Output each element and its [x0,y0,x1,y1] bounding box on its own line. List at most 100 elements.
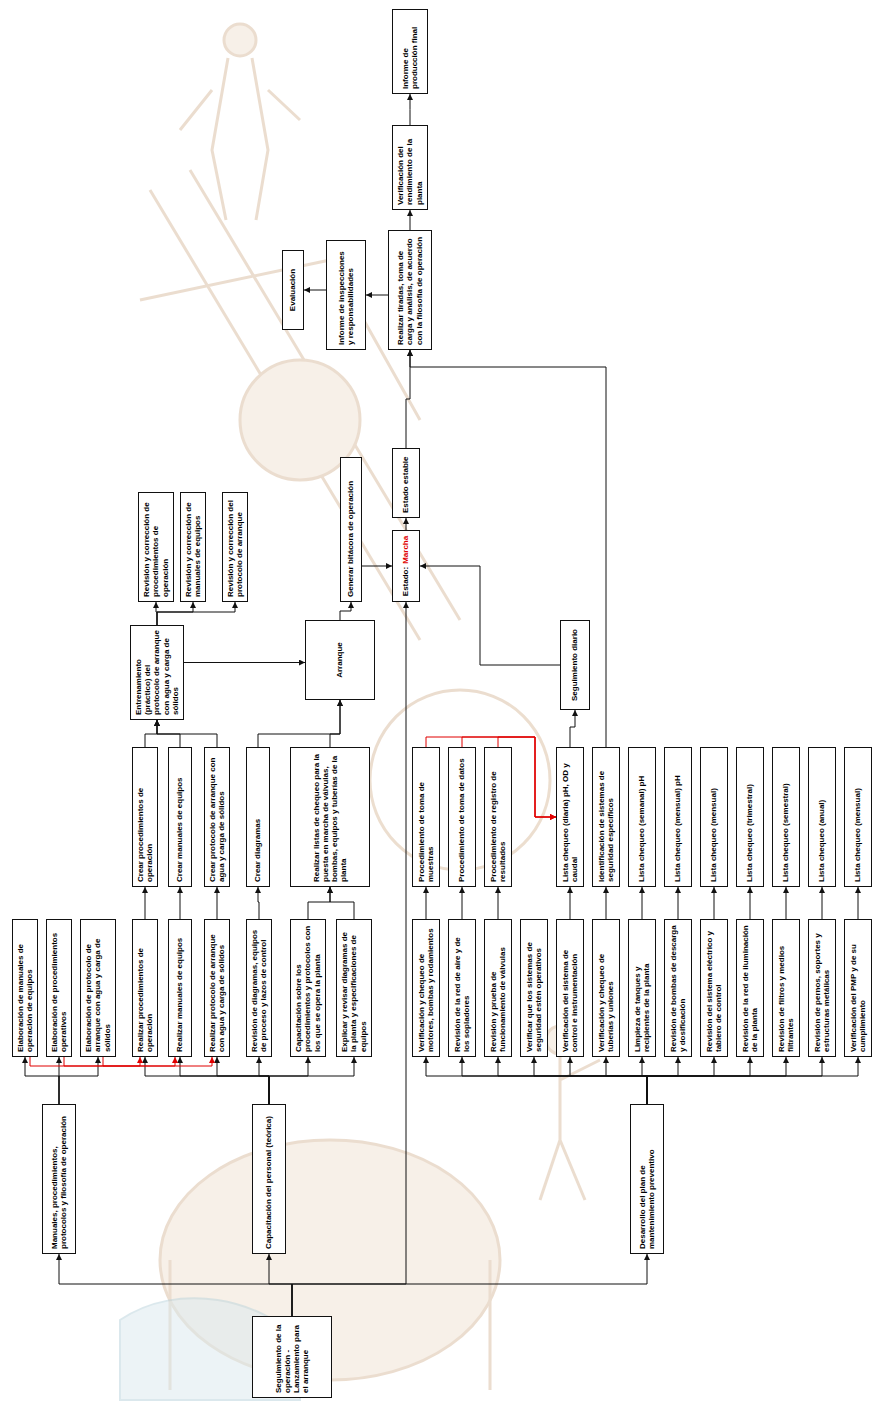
connector [678,887,679,919]
connector [410,210,411,230]
box-label: Revisión de filtros y medios filtrantes [777,924,795,1052]
process-box: Lista chequeo (mensual) [700,747,728,887]
box-label: Capacitación del personal (teórica) [264,1109,273,1249]
box-label: Realizar manuales de equipos [175,924,184,1052]
box-label: Informe de producción final [401,14,419,89]
process-box: Lista chequeo (mensual) [844,747,872,887]
box-label: Revisión y corrección de manuales de equ… [184,497,202,597]
connector [606,1057,647,1104]
connector [30,1057,140,1066]
box-label: Lista chequeo (diaria) pH, OD y caudal [561,752,579,882]
figure-head [224,24,256,56]
box-label: Realizar protocolo de arranque con agua … [208,924,226,1052]
connector [570,1057,647,1104]
process-box: Lista chequeo (trimestral) [736,747,764,887]
box-label: Realizar procedimientos de operación [136,924,154,1052]
box-label: Identificación de sistemas de seguridad … [597,752,615,882]
connector [340,602,351,620]
box-label: Procedimiento de registro de resultados [489,752,507,882]
connector [157,720,217,747]
connector [103,1057,212,1066]
connector [217,1057,269,1104]
connector [304,290,326,291]
connector [410,350,606,747]
connector [426,887,427,919]
box-label: Revisión del sistema eléctrico y tablero… [705,924,723,1052]
box-label: Revisión de la red de iluminación de la … [741,924,759,1052]
connector [258,700,340,747]
box-label: Lista chequeo (semanal) pH [637,752,646,882]
box-label: Informe de inspecciones y responsabilida… [337,245,355,345]
process-box: Revisión de la red de iluminación de la … [736,919,764,1057]
process-box: Revisión del sistema eléctrico y tablero… [700,919,728,1057]
box-label: Crear manuales de equipos [175,752,184,882]
process-box: Revisión de filtros y medios filtrantes [772,919,800,1057]
connector [714,887,715,919]
process-box: Verificación y chequeo de tuberías y uni… [592,919,620,1057]
connector [858,887,859,919]
process-box: Elaboración de procedimientos operativos [46,919,72,1057]
process-box: Generar bitácora de operación [340,457,362,602]
connector [647,1057,858,1104]
box-label: Revisión de bombas de descarga y dosific… [669,924,687,1052]
box-label: Entrenamiento (práctico) del protocolo d… [134,630,180,715]
process-box: Lista chequeo (mensual) pH [664,747,692,887]
process-box: Verificación del rendimiento de la plant… [392,125,428,210]
box-label: Desarrollo del plan de mantenimiento pre… [638,1109,656,1249]
box-label: Capacitación sobre los procedimientos y … [294,924,322,1052]
process-box: Crear protocolo de arranque con agua y c… [204,747,230,887]
box-label: Procedimiento de toma de datos [457,752,466,882]
box-label: Marcha [401,536,410,564]
process-box: Verificación y chequeo de motores, bomba… [412,919,440,1057]
process-box: Capacitación del personal (teórica) [252,1104,286,1254]
connector [292,1254,647,1316]
connector [292,602,406,1316]
process-box: Evaluación [282,250,304,330]
connector [145,720,157,747]
box-label: Revisión de pernos, soportes y estructur… [813,924,831,1052]
connector [406,518,407,530]
process-box: Realizar procedimientos de operación [132,919,158,1057]
box-label: Lista chequeo (mensual) pH [673,752,682,882]
process-box: Revisión y corrección de manuales de equ… [180,492,206,602]
box-label: Elaboración de procedimientos operativos [50,924,68,1052]
process-box: Crear manuales de equipos [168,747,192,887]
connector [498,1057,647,1104]
box-label: Procedimiento de toma de muestras [417,752,435,882]
process-box: Revisión de bombas de descarga y dosific… [664,919,692,1057]
connector [570,887,571,919]
box-label: Verificación y chequeo de tuberías y uni… [597,924,615,1052]
connector [157,602,235,625]
box-label: Elaboración de protocolo de arranque con… [84,924,112,1052]
process-box: Revisión de pernos, soportes y estructur… [808,919,836,1057]
process-box: Revisión de la red de aire y de los sopl… [448,919,476,1057]
connector [180,887,181,919]
process-box: Crear diagramas [246,747,270,887]
box-label: Seguimiento diario [570,629,579,701]
process-box: Crear procedimientos de operación [132,747,158,887]
process-box: Realizar protocolo de arranque con agua … [204,919,230,1057]
connector [59,1057,98,1104]
connector [647,1057,822,1104]
connector [217,887,218,919]
process-box: Identificación de sistemas de seguridad … [592,747,620,887]
figure-body [180,58,300,220]
process-box: Verificar que los sistemas de seguridad … [520,919,548,1057]
process-box: Limpieza de tanques y recipientes de la … [628,919,656,1057]
connector [330,887,354,919]
connector [462,887,463,919]
box-label: Crear protocolo de arranque con agua y c… [208,752,226,882]
process-box: Procedimiento de toma de datos [448,747,476,887]
connector [180,1057,269,1104]
box-label: Revisión de diagramas, equipos de proces… [250,924,268,1052]
process-box: Verificación del sistema de control e in… [556,919,584,1057]
connector [606,887,607,919]
connector [59,1254,292,1316]
process-box: Seguimiento diario [560,620,590,710]
process-box: Estado estable [392,448,420,518]
process-box: Lista chequeo (semanal) pH [628,747,656,887]
process-box: Estado:Marcha [392,530,420,602]
box-label: Estado estable [401,453,410,513]
box-label: Lista chequeo (mensual) [853,752,862,882]
box-label: Lista chequeo (mensual) [709,752,718,882]
